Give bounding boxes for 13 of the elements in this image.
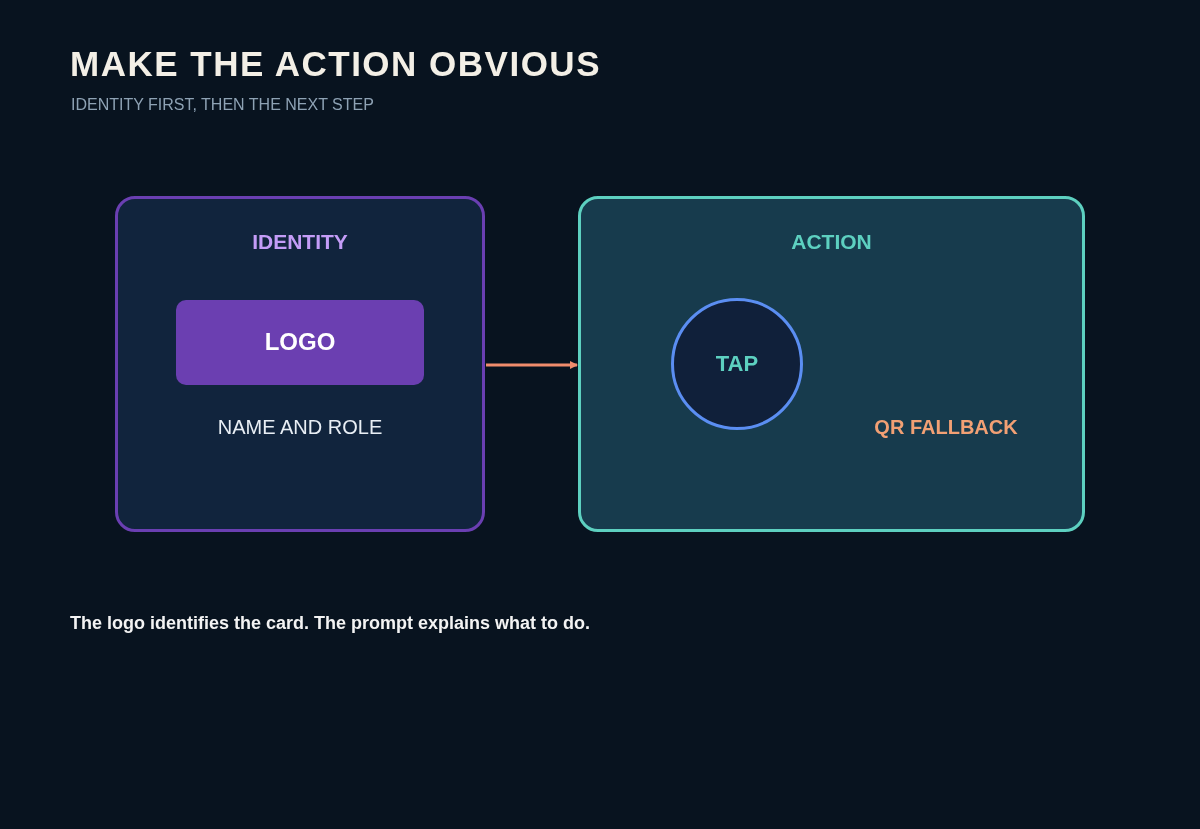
card-heading: IDENTITY — [252, 230, 348, 254]
identity-card — [115, 196, 485, 532]
arrow — [486, 361, 578, 369]
subtitle: IDENTITY FIRST, THEN THE NEXT STEP — [71, 96, 374, 114]
card-text: QR FALLBACK — [874, 416, 1018, 439]
action-card — [578, 196, 1085, 532]
circle-label: TAP — [715, 351, 759, 377]
caption: The logo identifies the card. The prompt explains what to do. — [70, 613, 591, 634]
filled-panel — [176, 300, 424, 385]
card-text: NAME AND ROLE — [217, 416, 383, 439]
placeholder-label: LOGO — [264, 328, 336, 356]
title: MAKE THE ACTION OBVIOUS — [70, 44, 601, 84]
card-heading: ACTION — [791, 230, 872, 254]
